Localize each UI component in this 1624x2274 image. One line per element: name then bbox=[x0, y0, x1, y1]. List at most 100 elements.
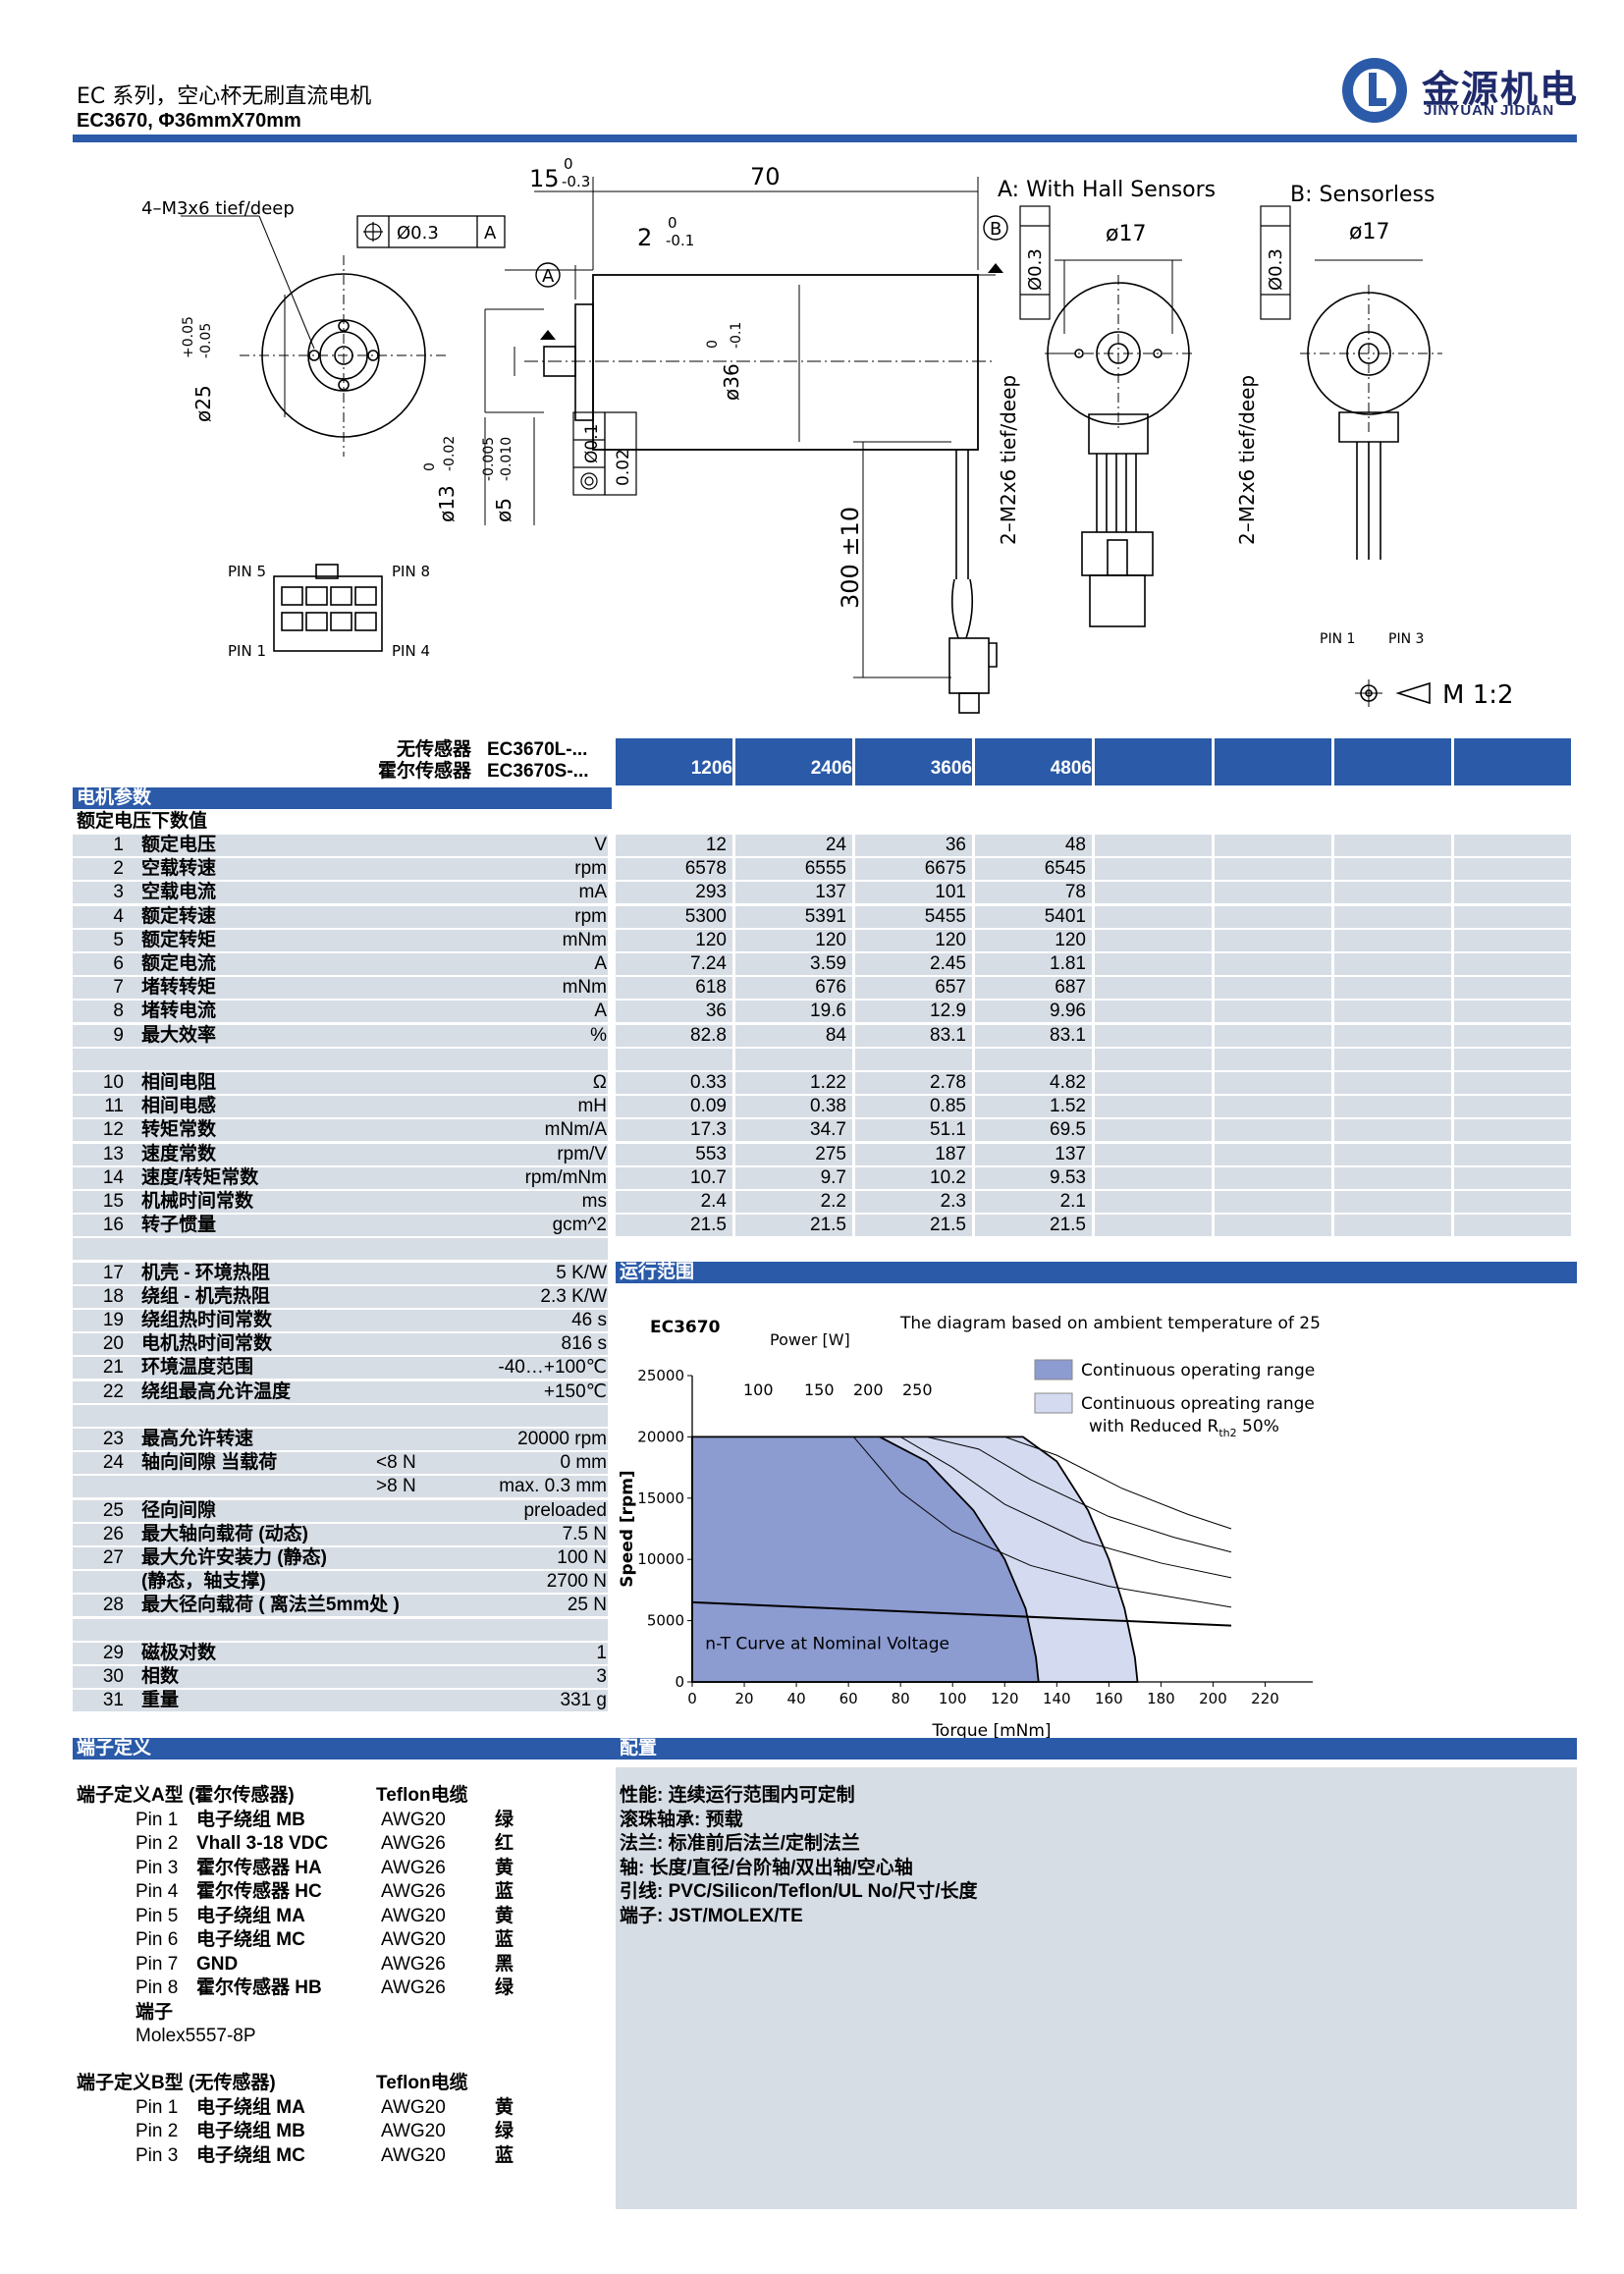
row-bg bbox=[855, 882, 972, 903]
power-curve-250 bbox=[952, 1435, 1232, 1530]
row-label: 最大效率 bbox=[141, 1025, 217, 1046]
row-bg bbox=[73, 1238, 608, 1260]
row-bg bbox=[855, 977, 972, 999]
pin-wire-color: 绿 bbox=[495, 2121, 514, 2141]
config-section-header: 配置 bbox=[616, 1738, 1577, 1760]
tol-03-a: Ø0.3 bbox=[1025, 248, 1046, 291]
pin-wire-color: 绿 bbox=[495, 1977, 514, 1998]
row-bg bbox=[1334, 1072, 1451, 1094]
row-bg bbox=[735, 1001, 852, 1022]
row-value: 2.45 bbox=[930, 953, 966, 974]
row-bg bbox=[73, 1452, 608, 1474]
row-bg bbox=[1095, 1144, 1212, 1165]
row-label: 最高允许转速 bbox=[141, 1429, 254, 1449]
col-header bbox=[1215, 738, 1331, 785]
row-value: 7.5 N bbox=[562, 1524, 607, 1544]
row-bg bbox=[1334, 1001, 1451, 1022]
row-number: 13 bbox=[102, 1144, 124, 1164]
row-value: 687 bbox=[1055, 977, 1086, 998]
row-bg bbox=[73, 1191, 608, 1213]
row-value: 69.5 bbox=[1050, 1119, 1086, 1140]
row-bg bbox=[1095, 1215, 1212, 1236]
row-value: 21.5 bbox=[1050, 1215, 1086, 1235]
row-bg bbox=[73, 930, 608, 951]
row-value: 120 bbox=[935, 930, 966, 950]
row-bg bbox=[1334, 930, 1451, 951]
row-value: 5391 bbox=[804, 906, 846, 927]
row-bg bbox=[975, 1215, 1092, 1236]
row-value: 137 bbox=[1055, 1144, 1086, 1164]
dim-17-a: ø17 bbox=[1106, 222, 1146, 246]
row-value: 34.7 bbox=[810, 1119, 846, 1140]
power-value-label: 150 bbox=[804, 1381, 835, 1399]
row-number: 27 bbox=[102, 1547, 124, 1568]
row-bg bbox=[1215, 882, 1331, 903]
row-bg bbox=[73, 858, 608, 880]
row-unit: mA bbox=[578, 882, 608, 902]
dim-36: ø36 bbox=[720, 363, 743, 401]
pin-awg: AWG26 bbox=[381, 1858, 446, 1878]
row-label: 绕组 - 机壳热阻 bbox=[141, 1286, 270, 1307]
pin8-label: PIN 8 bbox=[392, 563, 430, 580]
terminal-label: 端子 bbox=[135, 2002, 174, 2023]
power-curve-150 bbox=[899, 1435, 1232, 1579]
legend-swatch-continuous bbox=[1034, 1359, 1073, 1381]
row-bg bbox=[1334, 882, 1451, 903]
row-bg bbox=[616, 1072, 732, 1094]
row-bg bbox=[73, 1049, 608, 1070]
row-number: 21 bbox=[102, 1357, 124, 1378]
row-number: 9 bbox=[113, 1025, 124, 1046]
row-bg bbox=[735, 1144, 852, 1165]
row-label: 额定转速 bbox=[141, 906, 217, 927]
y-tick-label: 15000 bbox=[637, 1489, 684, 1507]
row-value: 2.2 bbox=[820, 1191, 846, 1212]
row-value: 10.7 bbox=[690, 1167, 727, 1188]
row-bg bbox=[73, 1619, 608, 1641]
config-line: 性能: 连续运行范围内可定制 bbox=[620, 1785, 855, 1806]
row-bg bbox=[975, 1025, 1092, 1047]
row-unit: Ω bbox=[592, 1072, 607, 1093]
row-value: 7.24 bbox=[690, 953, 727, 974]
row-bg bbox=[616, 882, 732, 903]
y-tick-label: 20000 bbox=[637, 1428, 684, 1445]
row-bg bbox=[616, 1001, 732, 1022]
dim-25-tol-m: -0.05 bbox=[198, 323, 214, 358]
pin-awg: AWG20 bbox=[381, 1906, 446, 1926]
row-number: 26 bbox=[102, 1524, 124, 1544]
row-bg bbox=[1215, 858, 1331, 880]
row-label: 堵转转矩 bbox=[141, 977, 217, 998]
pin-number: Pin 5 bbox=[135, 1906, 179, 1926]
row-value: 82.8 bbox=[690, 1025, 727, 1046]
row-number: 1 bbox=[113, 835, 124, 855]
row-bg bbox=[73, 1167, 608, 1189]
pin-wire-color: 黄 bbox=[495, 2097, 514, 2118]
x-tick-label: 0 bbox=[687, 1690, 697, 1707]
row-label: 相数 bbox=[141, 1666, 180, 1687]
pin-desc: Vhall 3-18 VDC bbox=[196, 1833, 329, 1854]
row-value: 20000 rpm bbox=[517, 1429, 607, 1449]
pin-awg: AWG20 bbox=[381, 2121, 446, 2141]
dim-13: ø13 bbox=[435, 485, 459, 522]
pin-desc: 霍尔传感器 HB bbox=[196, 1977, 322, 1998]
row-bg bbox=[616, 1049, 732, 1070]
row-bg bbox=[616, 953, 732, 975]
row-bg bbox=[1334, 906, 1451, 928]
row-value: 48 bbox=[1064, 835, 1086, 855]
power-curve-100 bbox=[853, 1436, 1232, 1608]
row-bg bbox=[1095, 1167, 1212, 1189]
pin-number: Pin 2 bbox=[135, 2121, 179, 2141]
row-condition: <8 N bbox=[376, 1452, 416, 1473]
row-bg bbox=[73, 882, 608, 903]
row-bg bbox=[855, 1167, 972, 1189]
row-bg bbox=[1334, 1191, 1451, 1213]
row-number: 4 bbox=[113, 906, 124, 927]
pin-number: Pin 4 bbox=[135, 1881, 179, 1902]
row-bg bbox=[735, 1025, 852, 1047]
row-number: 25 bbox=[102, 1500, 124, 1521]
row-bg bbox=[735, 1119, 852, 1141]
dim-5: ø5 bbox=[492, 498, 515, 522]
row-unit: mH bbox=[577, 1096, 607, 1116]
row-bg bbox=[73, 835, 608, 856]
row-bg bbox=[975, 930, 1092, 951]
legend-label-reduced: Continuous opreating range bbox=[1081, 1394, 1315, 1414]
